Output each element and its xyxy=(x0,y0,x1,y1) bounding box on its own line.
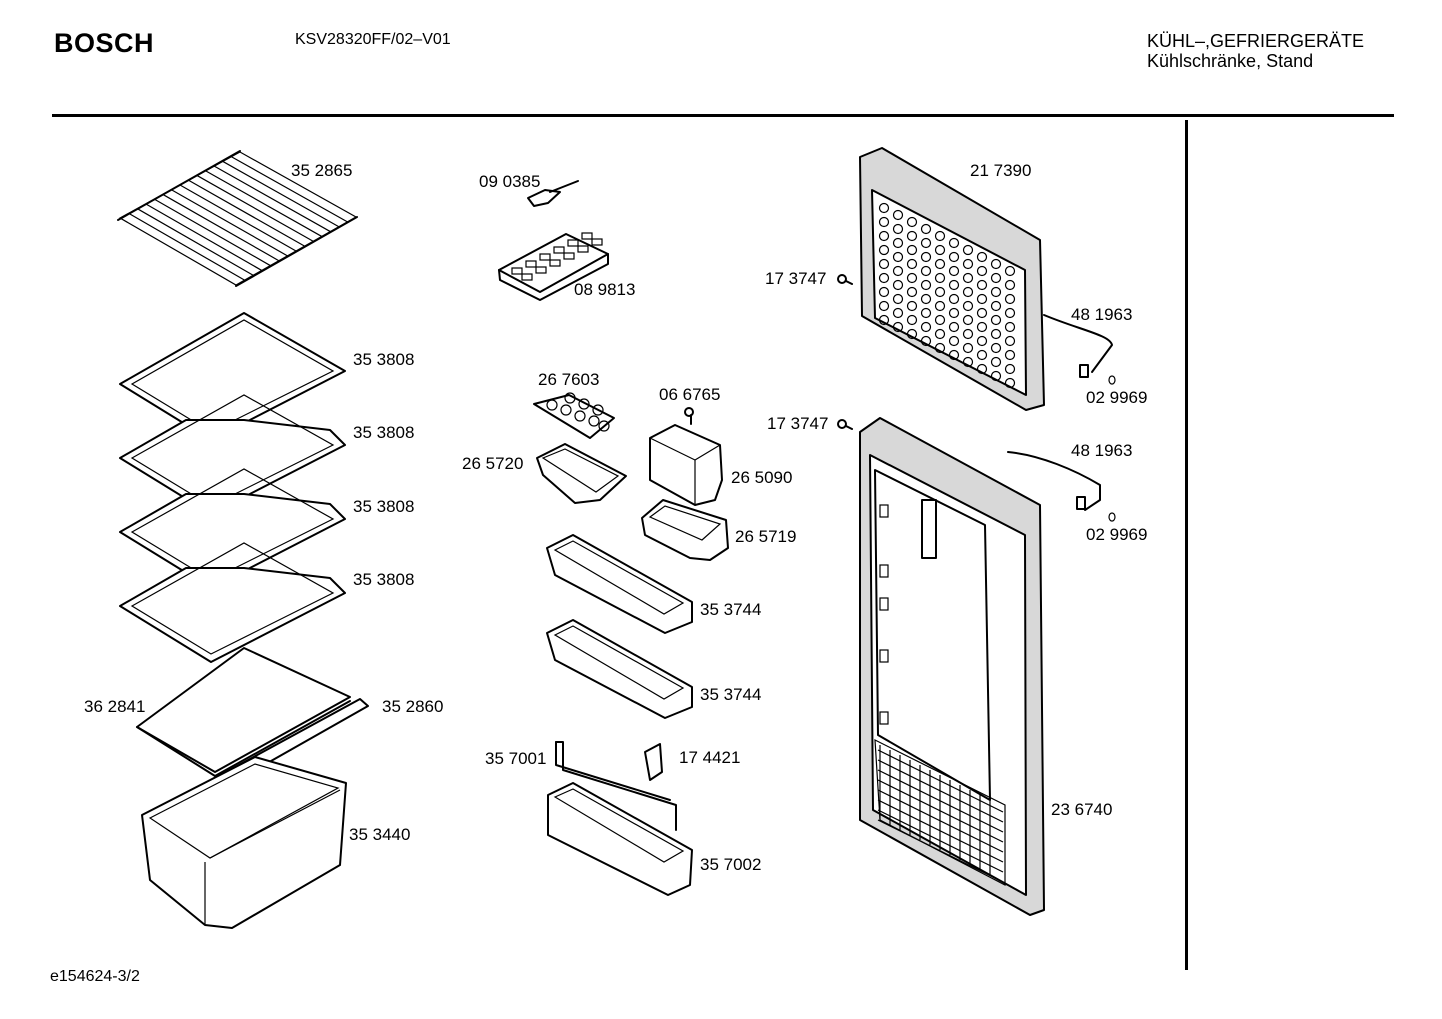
right-margin-divider xyxy=(1185,120,1188,970)
part-number-066765: 06 6765 xyxy=(659,385,721,404)
part-number-265090: 26 5090 xyxy=(731,468,793,487)
door-balcony-drawing-b xyxy=(546,619,693,719)
part-number-352860: 35 2860 xyxy=(382,697,444,716)
part-number-352865: 35 2865 xyxy=(291,161,353,180)
screw-drawing-173747-b xyxy=(837,419,853,430)
freezer-door-drawing xyxy=(859,147,1045,411)
part-number-353744-b: 35 3744 xyxy=(700,685,762,704)
part-number-089813: 08 9813 xyxy=(574,280,636,299)
bottle-balcony-drawing xyxy=(547,782,693,896)
header-divider xyxy=(52,114,1394,117)
part-number-481963-b: 48 1963 xyxy=(1071,441,1133,460)
part-number-236740: 23 6740 xyxy=(1051,800,1113,819)
wire-shelf-drawing xyxy=(117,150,358,287)
part-number-353440: 35 3440 xyxy=(349,825,411,844)
part-number-217390: 21 7390 xyxy=(970,161,1032,180)
part-number-173747-b: 17 3747 xyxy=(767,414,829,433)
category-title: KÜHL–,GEFRIERGERÄTE xyxy=(1147,31,1365,51)
category-subtitle: Kühlschränke, Stand xyxy=(1147,51,1314,71)
egg-tray-drawing xyxy=(533,392,615,439)
part-number-265720: 26 5720 xyxy=(462,454,524,473)
part-number-353744-a: 35 3744 xyxy=(700,600,762,619)
small-bin-drawing-265719 xyxy=(641,499,729,561)
screw-drawing-173747-a xyxy=(837,274,853,285)
fridge-door-drawing xyxy=(859,417,1045,916)
model-number: KSV28320FF/02–V01 xyxy=(295,31,451,48)
bottle-retainer-drawing xyxy=(555,741,677,831)
part-number-357002: 35 7002 xyxy=(700,855,762,874)
glass-shelf-drawing-4 xyxy=(119,542,346,663)
crisper-cover-drawing xyxy=(136,647,351,777)
butter-box-drawing-265090 xyxy=(649,424,723,506)
glass-shelf-drawing-1 xyxy=(119,312,346,441)
part-number-265719: 26 5719 xyxy=(735,527,797,546)
clip-drawing-174421 xyxy=(644,743,663,781)
handle-drawing-a xyxy=(1043,314,1116,385)
brand-logo: BOSCH xyxy=(54,28,155,58)
part-number-362841: 36 2841 xyxy=(84,697,146,716)
part-number-353808-a: 35 3808 xyxy=(353,350,415,369)
document-id: e154624-3/2 xyxy=(50,968,140,985)
door-balcony-drawing-a xyxy=(546,534,693,634)
part-number-267603: 26 7603 xyxy=(538,370,600,389)
ice-tray-drawing xyxy=(498,232,609,301)
part-number-029969-b: 02 9969 xyxy=(1086,525,1148,544)
part-number-174421: 17 4421 xyxy=(679,748,741,767)
part-number-357001: 35 7001 xyxy=(485,749,547,768)
part-number-090385: 09 0385 xyxy=(479,172,541,191)
part-number-481963-a: 48 1963 xyxy=(1071,305,1133,324)
part-number-353808-c: 35 3808 xyxy=(353,497,415,516)
part-number-353808-d: 35 3808 xyxy=(353,570,415,589)
crisper-drawer-drawing xyxy=(141,756,347,929)
part-number-353808-b: 35 3808 xyxy=(353,423,415,442)
ice-scraper-drawing xyxy=(527,180,579,207)
handle-drawing-b xyxy=(1007,451,1116,522)
small-bin-drawing-265720 xyxy=(536,443,627,504)
part-number-173747-a: 17 3747 xyxy=(765,269,827,288)
screw-drawing-066765 xyxy=(684,407,694,425)
part-number-029969-a: 02 9969 xyxy=(1086,388,1148,407)
